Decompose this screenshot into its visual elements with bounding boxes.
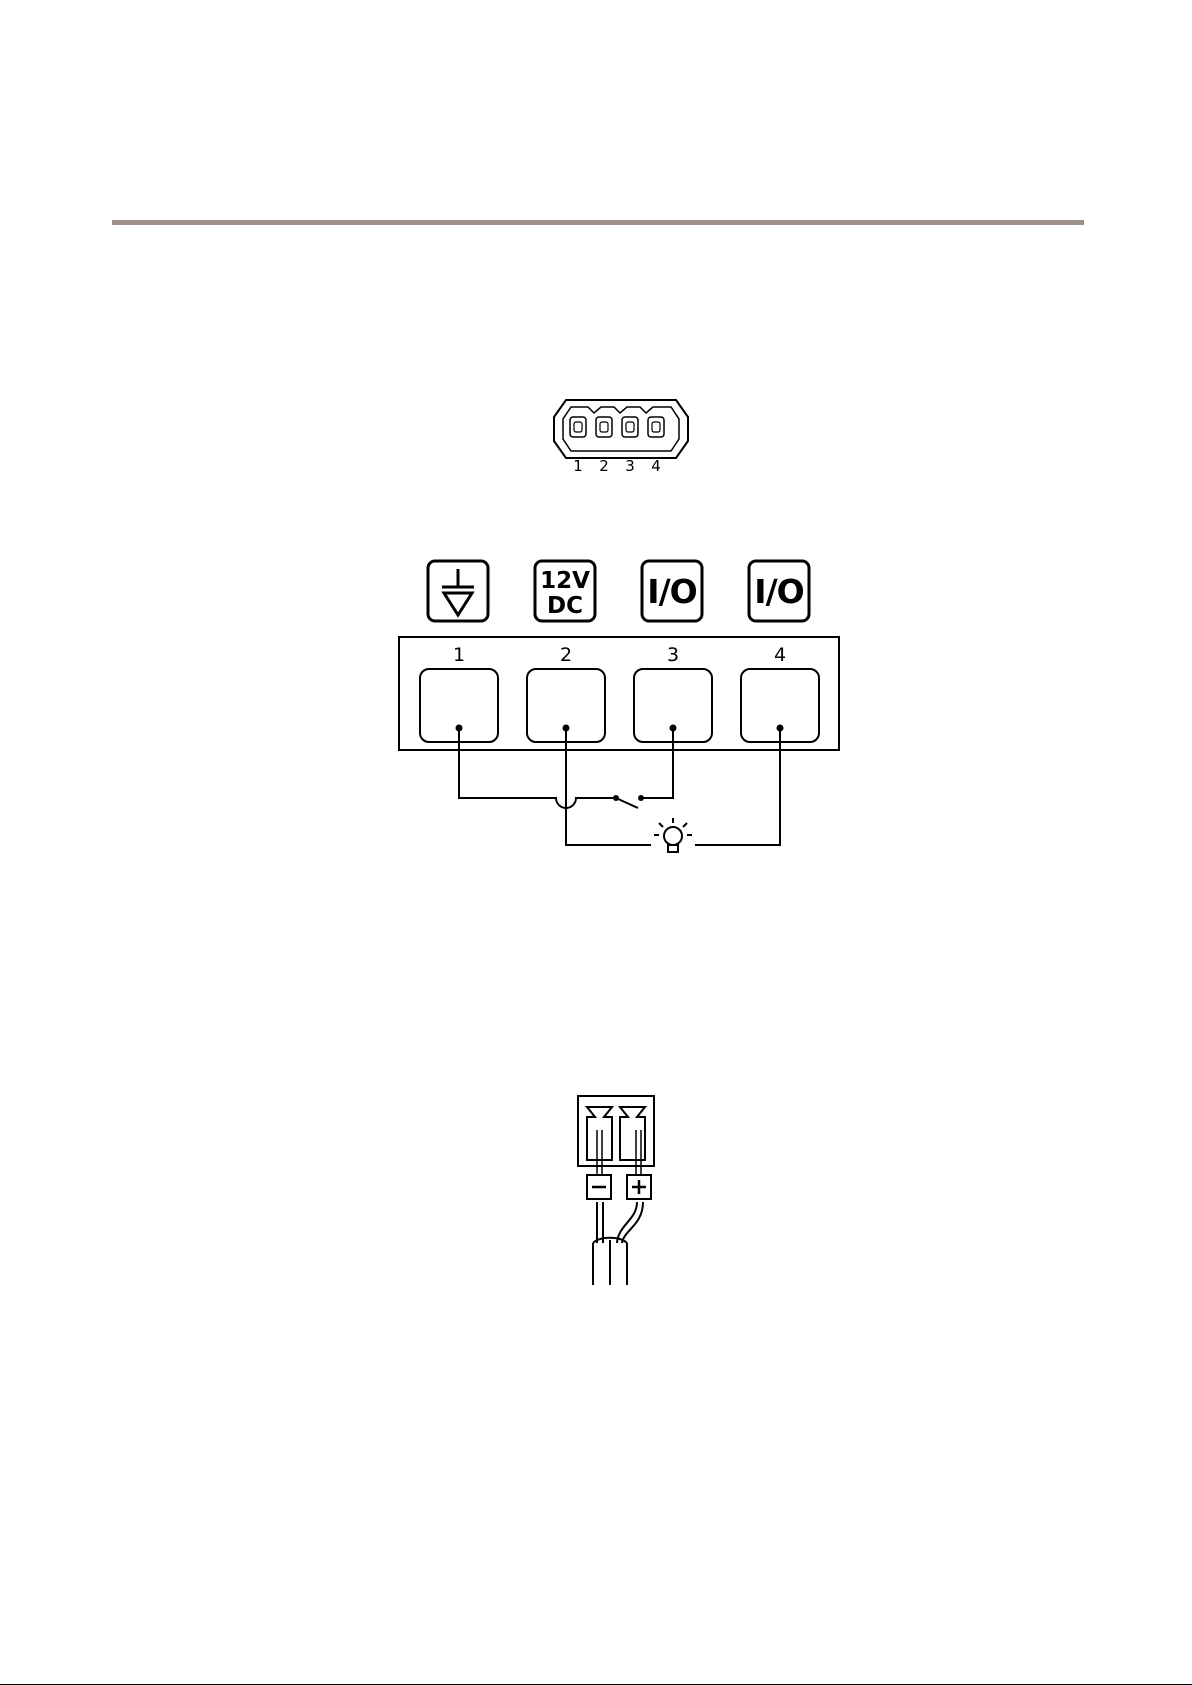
negative-terminal-icon <box>587 1175 611 1199</box>
connector-pin-2 <box>596 417 612 437</box>
pin-label-4: 4 <box>651 457 661 475</box>
positive-terminal-icon <box>627 1175 651 1199</box>
power-12v-dc-icon: 12V DC <box>535 561 595 621</box>
io-label-pin-3: I/O <box>647 572 696 611</box>
power-label-12v: 12V <box>540 568 590 594</box>
terminal-number-4: 4 <box>774 644 786 666</box>
power-wires <box>593 1130 643 1285</box>
ground-icon <box>428 561 488 621</box>
power-connector-housing <box>578 1096 654 1166</box>
connector-pin-3 <box>622 417 638 437</box>
wiring <box>456 725 784 846</box>
header-rule <box>112 220 1084 225</box>
light-bulb-icon <box>654 818 692 852</box>
connector-pin-1 <box>570 417 586 437</box>
pin-label-3: 3 <box>625 457 635 475</box>
pin-label-1: 1 <box>573 457 583 475</box>
connector-pin-4 <box>648 417 664 437</box>
switch-icon <box>613 795 644 808</box>
io-wiring-diagram: 12V DC I/O I/O 1 2 3 4 <box>0 555 1192 855</box>
terminal-number-1: 1 <box>453 644 465 666</box>
power-connector-diagram <box>0 1090 1192 1290</box>
io-icon-pin-3: I/O <box>642 561 702 621</box>
terminal-number-3: 3 <box>667 644 679 666</box>
io-label-pin-4: I/O <box>754 572 803 611</box>
terminal-number-2: 2 <box>560 644 572 666</box>
connector-pinout-diagram: 1 2 3 4 <box>0 395 1192 485</box>
power-label-dc: DC <box>547 593 583 619</box>
pin-label-2: 2 <box>599 457 609 475</box>
io-icon-pin-4: I/O <box>749 561 809 621</box>
